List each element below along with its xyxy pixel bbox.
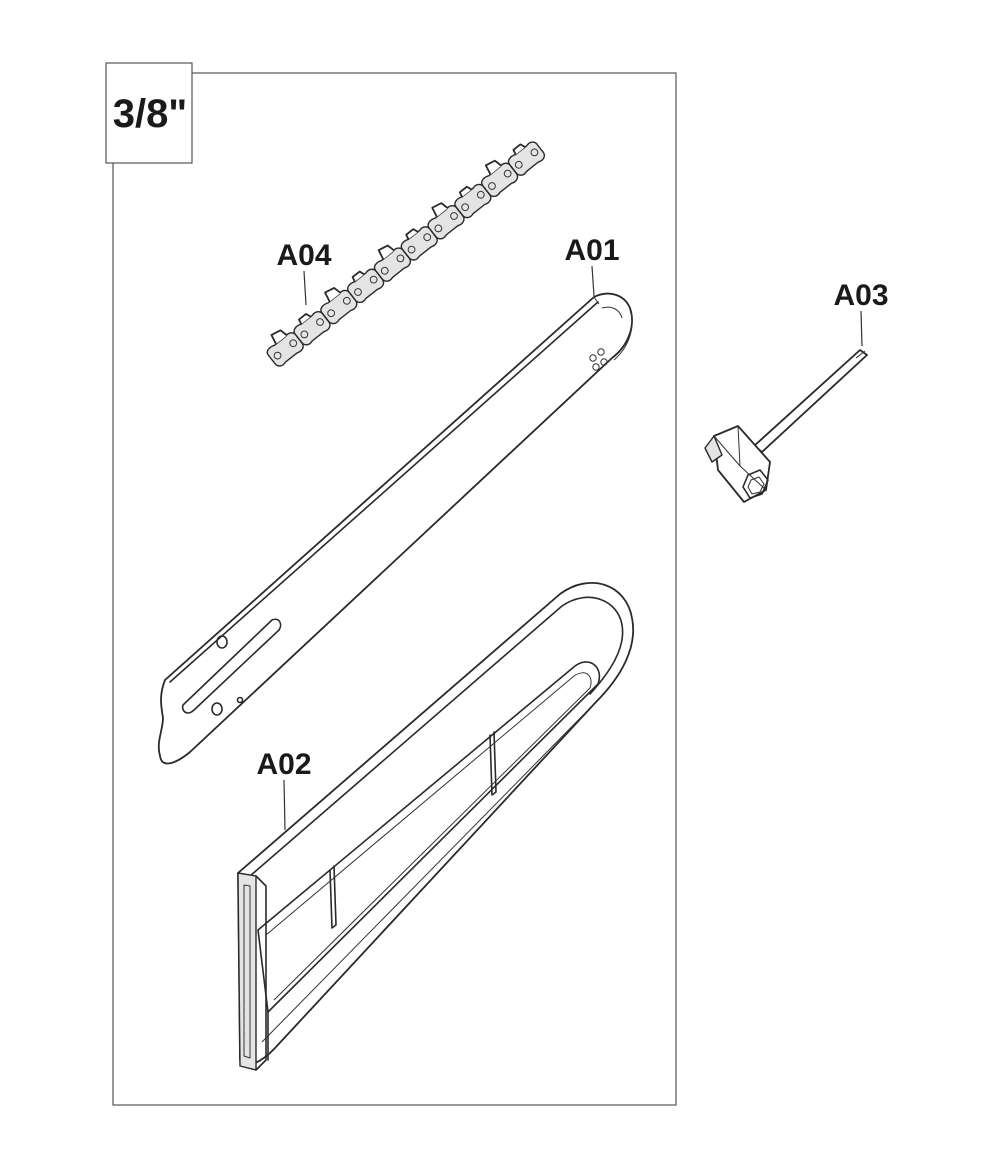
section-label: 3/8" — [113, 92, 188, 136]
chain-link — [400, 226, 438, 261]
callout-a04: A04 — [276, 239, 332, 306]
section-label-box: 3/8" — [105, 62, 193, 164]
chain-link — [320, 287, 358, 325]
saw-chain — [266, 141, 546, 367]
chain-link — [346, 268, 385, 304]
callout-a03: A03 — [833, 279, 889, 347]
diagram-frame — [112, 72, 677, 1106]
bar-cover — [237, 582, 634, 1071]
callout-a02-label: A02 — [256, 748, 311, 781]
callout-a01-label: A01 — [564, 234, 619, 267]
callout-a03-label: A03 — [833, 279, 888, 312]
chain-link — [454, 183, 492, 219]
combination-wrench — [704, 349, 868, 503]
callout-a02: A02 — [256, 748, 312, 831]
guide-bar — [157, 292, 633, 765]
callout-a04-label: A04 — [276, 239, 331, 272]
chain-link — [373, 244, 412, 282]
chain-link — [266, 329, 304, 367]
callout-a01: A01 — [564, 234, 620, 297]
chain-link — [507, 141, 546, 176]
